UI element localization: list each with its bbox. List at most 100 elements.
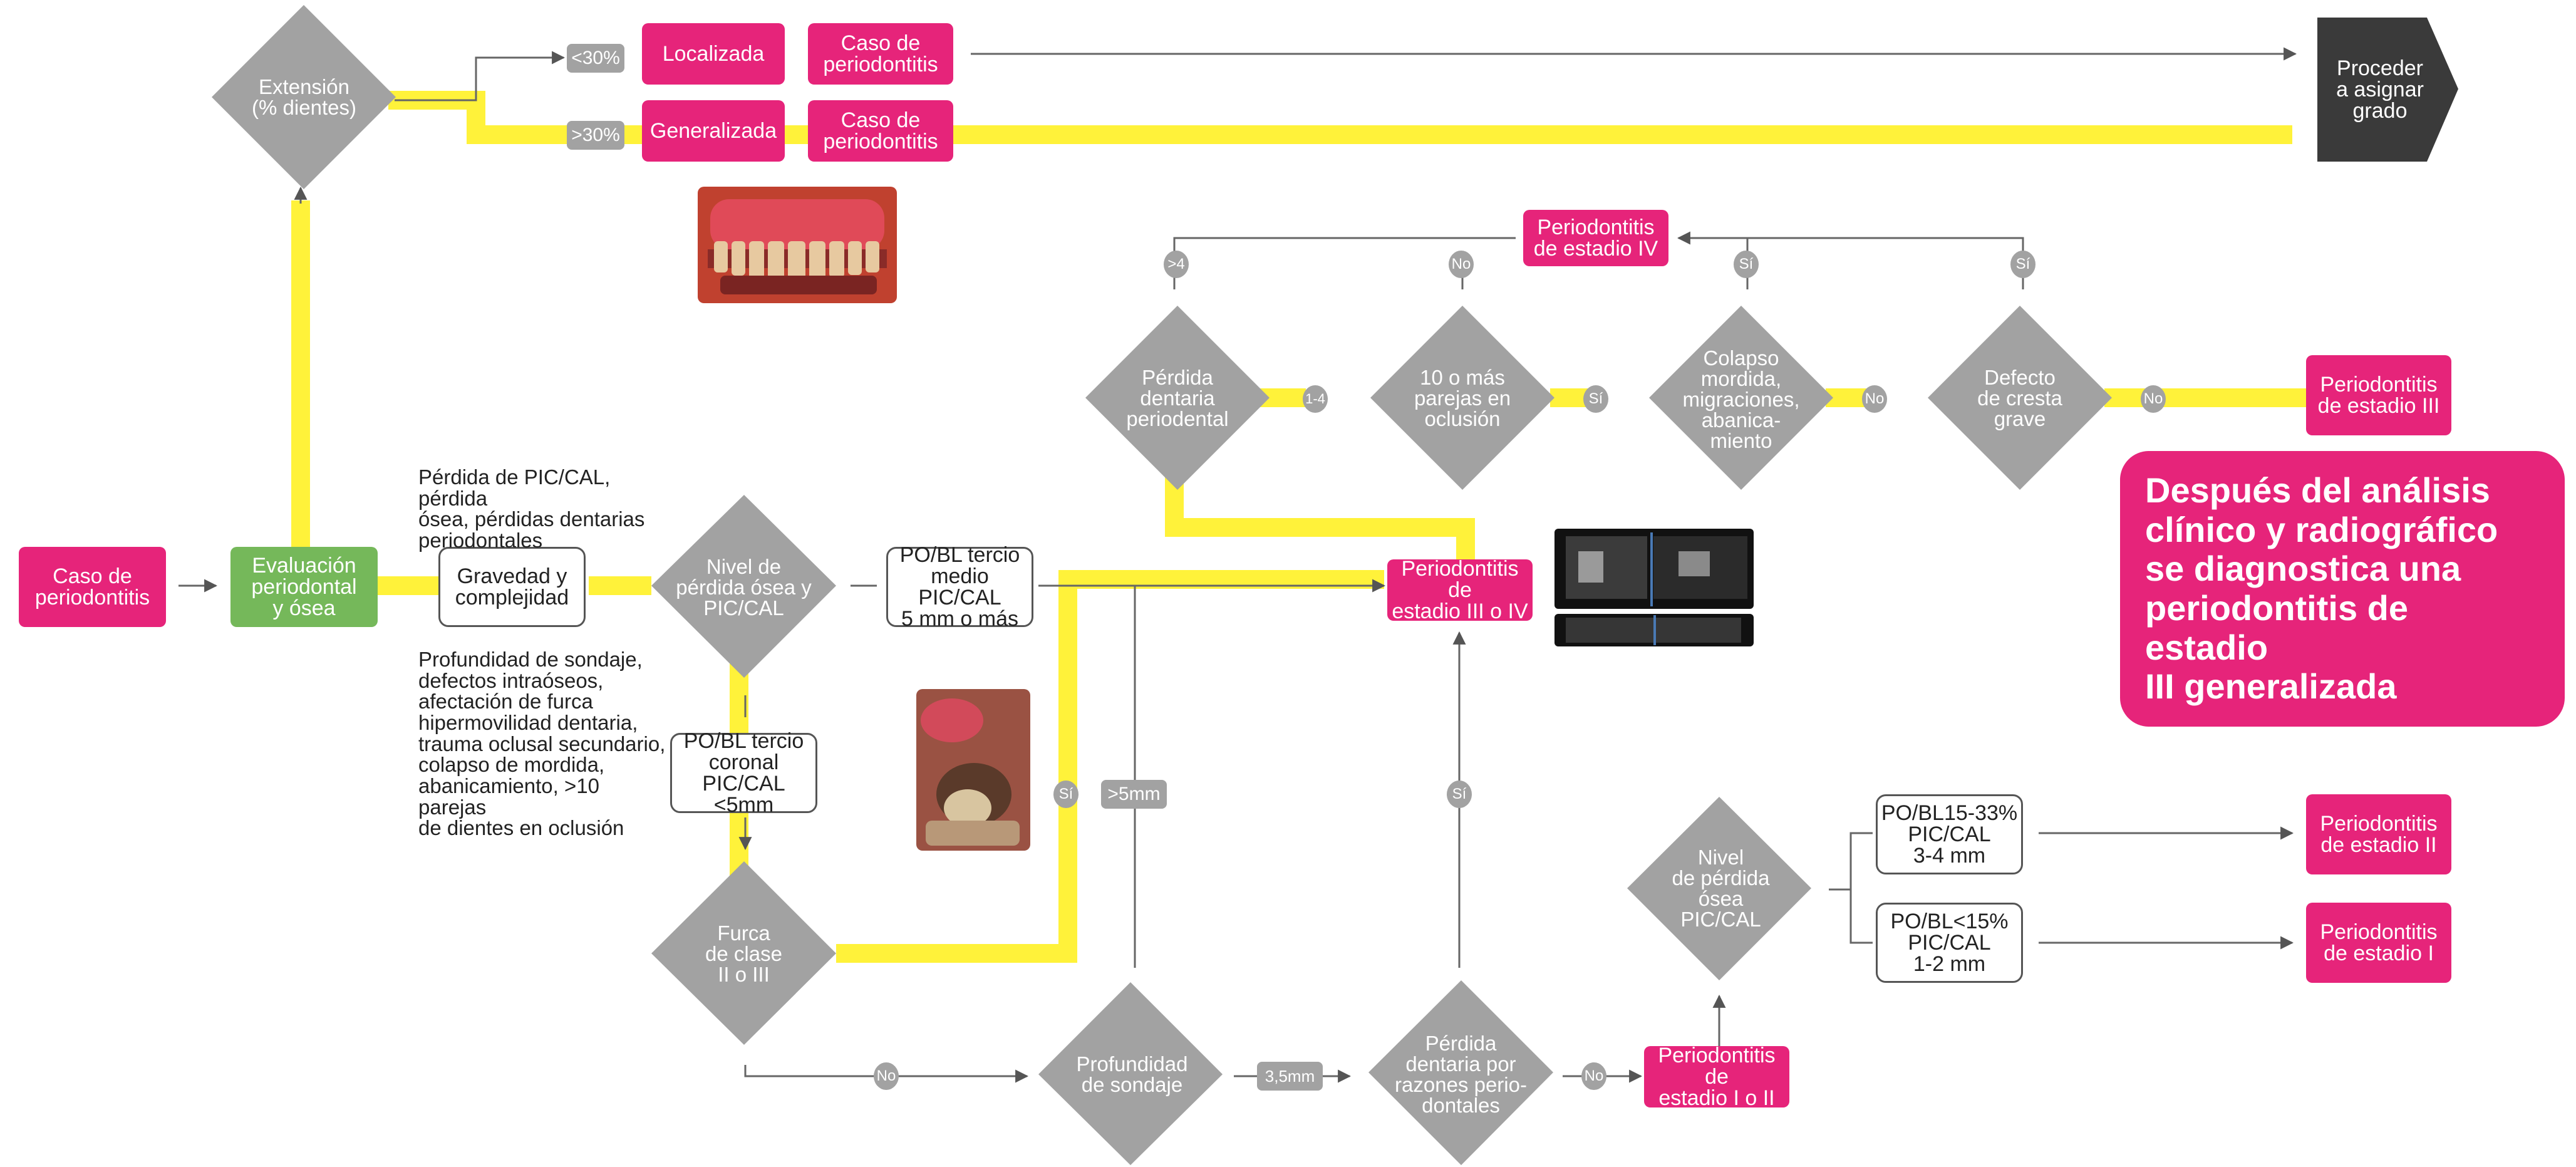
stage-3-label: Periodontitis de estadio III <box>2317 373 2440 418</box>
parejas-diamond <box>1370 306 1554 490</box>
po-coronal-label: PO/BL tercio coronal PIC/CAL <5mm <box>683 729 804 817</box>
extension-text: Extensión (% dientes) <box>230 63 378 132</box>
gt30-text: >30% <box>571 125 620 145</box>
perdida-dentaria-diamond <box>1085 306 1270 490</box>
furca-text: Furca de clase II o III <box>676 918 811 990</box>
evaluation-label: Evaluación periodontal y ósea <box>251 554 357 620</box>
severity-box[interactable]: Gravedad y complejidad <box>438 547 586 627</box>
clinical-photo-furca <box>916 689 1030 851</box>
po-middle-label: PO/BL tercio medio PIC/CAL 5 mm o más <box>899 543 1020 631</box>
edge-no-top-text: No <box>1451 256 1471 272</box>
proceed-label: Proceder a asignar grado <box>2336 56 2424 123</box>
edge-labels <box>567 44 2166 1091</box>
edge-si-top2-text: Sí <box>2015 256 2030 272</box>
perdida-dentaria-text: Pérdida dentaria periodental <box>1112 362 1243 434</box>
localizada-label: Localizada <box>662 42 765 66</box>
generalizada-box[interactable]: Generalizada <box>642 100 785 162</box>
gt30-label: >30% <box>567 121 624 150</box>
evaluation-box[interactable]: Evaluación periodontal y ósea <box>230 547 378 627</box>
colapso-text: Colapso mordida, migraciones, abanica- m… <box>1679 345 1804 454</box>
caso-localizada-box[interactable]: Caso de periodontitis <box>808 23 953 85</box>
edge-si-furca: Sí <box>1053 781 1079 808</box>
conclusion-box: Después del análisis clínico y radiográf… <box>2120 451 2565 727</box>
proceed-shape <box>2317 18 2458 162</box>
parejas-text: 10 o más parejas en oclusión <box>1397 362 1528 434</box>
edge-no-colapso-text: No <box>1865 390 1885 407</box>
perdida-dentaria-label: Pérdida dentaria periodental <box>1126 366 1229 430</box>
nivel-perdida-diamond <box>1627 797 1811 980</box>
perdida-razones-diamond <box>1368 980 1553 1165</box>
edge-si-parejas-text: Sí <box>1588 390 1603 407</box>
stage-1-box[interactable]: Periodontitis de estadio I <box>2306 903 2451 983</box>
po-coronal-box[interactable]: PO/BL tercio coronal PIC/CAL <5mm <box>670 729 817 817</box>
stage-3-box[interactable]: Periodontitis de estadio III <box>2306 355 2451 435</box>
bone-level-diamond <box>651 495 836 678</box>
furca-diamond <box>651 861 836 1045</box>
edge-si-perdida: Sí <box>1447 781 1472 808</box>
edge-gt4-text: >4 <box>1167 256 1185 272</box>
edge-35mm: 3,5mm <box>1257 1062 1323 1091</box>
stage-1-label: Periodontitis de estadio I <box>2320 920 2438 965</box>
stage-2-label: Periodontitis de estadio II <box>2320 812 2438 857</box>
edge-no-top: No <box>1449 251 1474 278</box>
conclusion-text: Después del análisis clínico y radiográf… <box>2145 470 2498 707</box>
edge-si-perdida-text: Sí <box>1452 786 1467 802</box>
stage-3-4-box[interactable]: Periodontitis de estadio III o IV <box>1387 557 1533 623</box>
po-lt15-box[interactable]: PO/BL<15% PIC/CAL 1-2 mm <box>1876 903 2023 983</box>
colapso-diamond <box>1649 306 1833 490</box>
caso-generalizada-box[interactable]: Caso de periodontitis <box>808 100 953 162</box>
defecto-diamond <box>1928 306 2112 490</box>
perdida-razones-text: Pérdida dentaria por razones perio- dont… <box>1394 1027 1528 1121</box>
edge-35mm-text: 3,5mm <box>1265 1067 1315 1086</box>
po-middle-box[interactable]: PO/BL tercio medio PIC/CAL 5 mm o más <box>886 543 1033 631</box>
edge-no-defecto: No <box>2141 385 2166 413</box>
edge-si-top1-text: Sí <box>1739 256 1754 272</box>
start-case-label: Caso de periodontitis <box>34 564 150 609</box>
edge-si-top1: Sí <box>1734 251 1759 278</box>
nivel-perdida-text: Nivel de pérdida ósea PIC/CAL <box>1660 839 1782 936</box>
nivel-perdida-label: Nivel de pérdida ósea PIC/CAL <box>1672 845 1770 931</box>
severity-label: Gravedad y complejidad <box>455 564 569 609</box>
edge-14-text: 1-4 <box>1305 391 1325 407</box>
defecto-text: Defecto de cresta grave <box>1957 362 2082 434</box>
sondaje-label: Profundidad de sondaje <box>1076 1052 1188 1096</box>
edge-gt4: >4 <box>1164 251 1189 278</box>
edge-no-colapso: No <box>1862 385 1887 413</box>
edge-no-furca-text: No <box>876 1067 896 1084</box>
radiograph-images <box>1554 529 1754 646</box>
complexity-note: Profundidad de sondaje, defectos intraós… <box>418 648 666 840</box>
colapso-label: Colapso mordida, migraciones, abanica- m… <box>1682 346 1800 452</box>
edge-gt5mm-text: >5mm <box>1107 784 1161 804</box>
stage-1-2-box[interactable]: Periodontitis de estadio I o II <box>1644 1044 1789 1110</box>
po-15-33-box[interactable]: PO/BL15-33% PIC/CAL 3-4 mm <box>1876 794 2023 874</box>
edge-no-defecto-text: No <box>2143 390 2163 407</box>
edge-gt5mm: >5mm <box>1101 780 1167 809</box>
defecto-label: Defecto de cresta grave <box>1977 366 2062 430</box>
extension-diamond <box>212 5 396 189</box>
edge-si-furca-text: Sí <box>1058 786 1073 802</box>
furca-label: Furca de clase II o III <box>705 921 782 986</box>
localizada-box[interactable]: Localizada <box>642 23 785 85</box>
edge-no-perdida-text: No <box>1584 1067 1604 1084</box>
clinical-photo-teeth <box>698 187 897 303</box>
edge-14: 1-4 <box>1301 385 1329 413</box>
proceed-box[interactable]: Proceder a asignar grado <box>2317 18 2443 162</box>
lt30-label: <30% <box>567 44 624 73</box>
po-lt15-label: PO/BL<15% PIC/CAL 1-2 mm <box>1890 910 2009 976</box>
lt30-text: <30% <box>571 48 620 68</box>
generalizada-label: Generalizada <box>649 119 777 143</box>
sondaje-diamond <box>1038 982 1223 1165</box>
stage-2-box[interactable]: Periodontitis de estadio II <box>2306 794 2451 874</box>
stage-4-box[interactable]: Periodontitis de estadio IV <box>1523 210 1668 266</box>
start-case-box[interactable]: Caso de periodontitis <box>19 547 166 627</box>
decision-diamonds <box>212 5 2112 1165</box>
edge-si-parejas: Sí <box>1583 385 1608 413</box>
stage-3-4-label: Periodontitis de estadio III o IV <box>1392 557 1528 623</box>
stage-1-2-label: Periodontitis de estadio I o II <box>1658 1044 1776 1110</box>
parejas-label: 10 o más parejas en oclusión <box>1414 366 1511 430</box>
bone-level-text: Nivel de pérdida ósea y PIC/CAL <box>673 551 814 623</box>
edge-si-top2: Sí <box>2010 251 2035 278</box>
edge-no-perdida: No <box>1581 1062 1606 1090</box>
perdida-razones-label: Pérdida dentaria por razones perio- dont… <box>1395 1032 1527 1117</box>
